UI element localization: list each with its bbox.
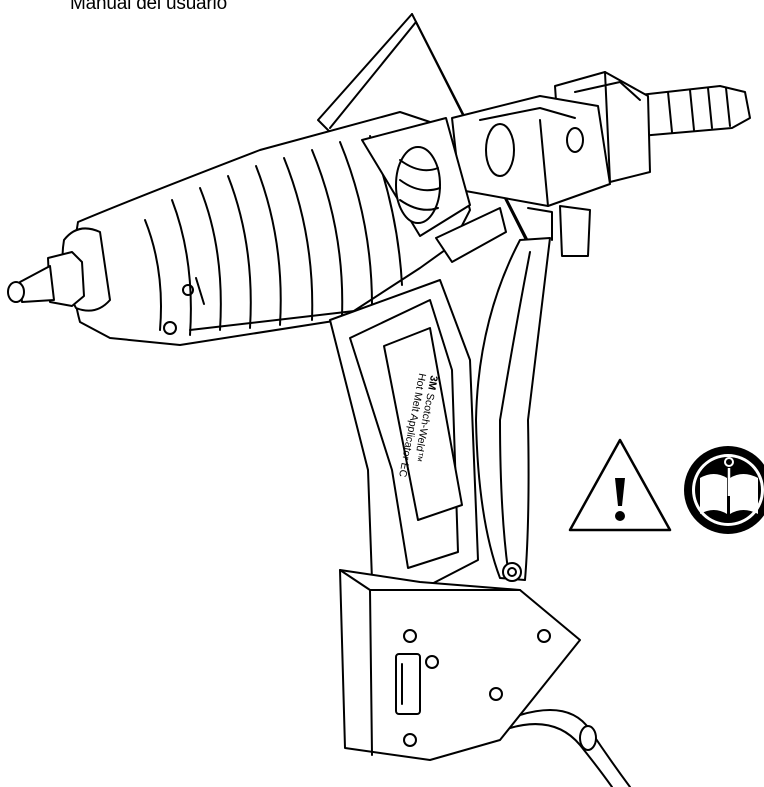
trigger [475,237,551,582]
power-base [339,569,631,787]
glue-feeder [451,71,751,257]
read-manual-icon [684,446,764,534]
page-title: Manual del usuario [70,0,227,14]
brand-logo: 3M [425,374,440,391]
gun-body [7,111,507,346]
gun-handle [329,279,479,591]
warning-triangle-icon [568,438,672,532]
